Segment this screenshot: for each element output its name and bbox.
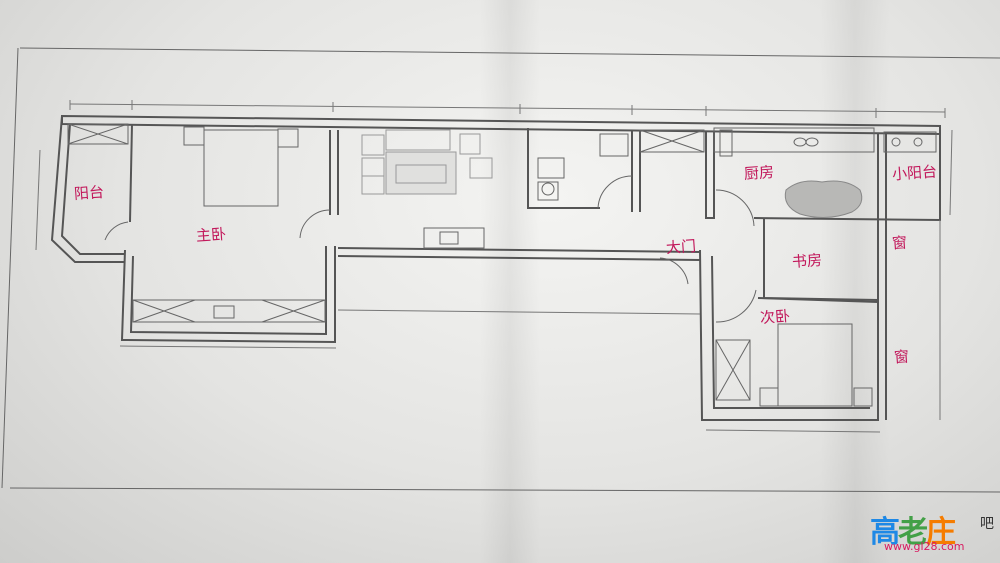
site-watermark: 高老庄 吧 www.gl28.com bbox=[870, 507, 994, 557]
top-dimension-line bbox=[69, 100, 946, 118]
walls bbox=[50, 114, 941, 421]
paper-fold bbox=[480, 0, 540, 563]
label-window-upper: 窗 bbox=[891, 233, 908, 253]
dimension-lines bbox=[35, 129, 953, 433]
watermark-tail: 吧 bbox=[980, 516, 994, 532]
room-label-kitchen: 厨房 bbox=[743, 162, 775, 184]
watermark-logo: 高老庄 bbox=[870, 515, 956, 550]
room-label-second-bedroom: 次卧 bbox=[759, 306, 791, 328]
label-window-lower: 窗 bbox=[893, 347, 910, 367]
sheet-border bbox=[1, 47, 1000, 493]
room-label-small-balcony: 小阳台 bbox=[891, 162, 938, 184]
furniture bbox=[67, 123, 937, 407]
door-swings bbox=[104, 175, 757, 323]
torn-paper-hole bbox=[784, 180, 863, 218]
room-label-master-bedroom: 主卧 bbox=[195, 224, 227, 246]
watermark-url: www.gl28.com bbox=[884, 540, 965, 553]
room-label-main-door: 大门 bbox=[665, 236, 697, 258]
room-label-study: 书房 bbox=[791, 250, 823, 272]
sofa-set bbox=[361, 129, 493, 195]
room-label-balcony: 阳台 bbox=[73, 182, 105, 204]
